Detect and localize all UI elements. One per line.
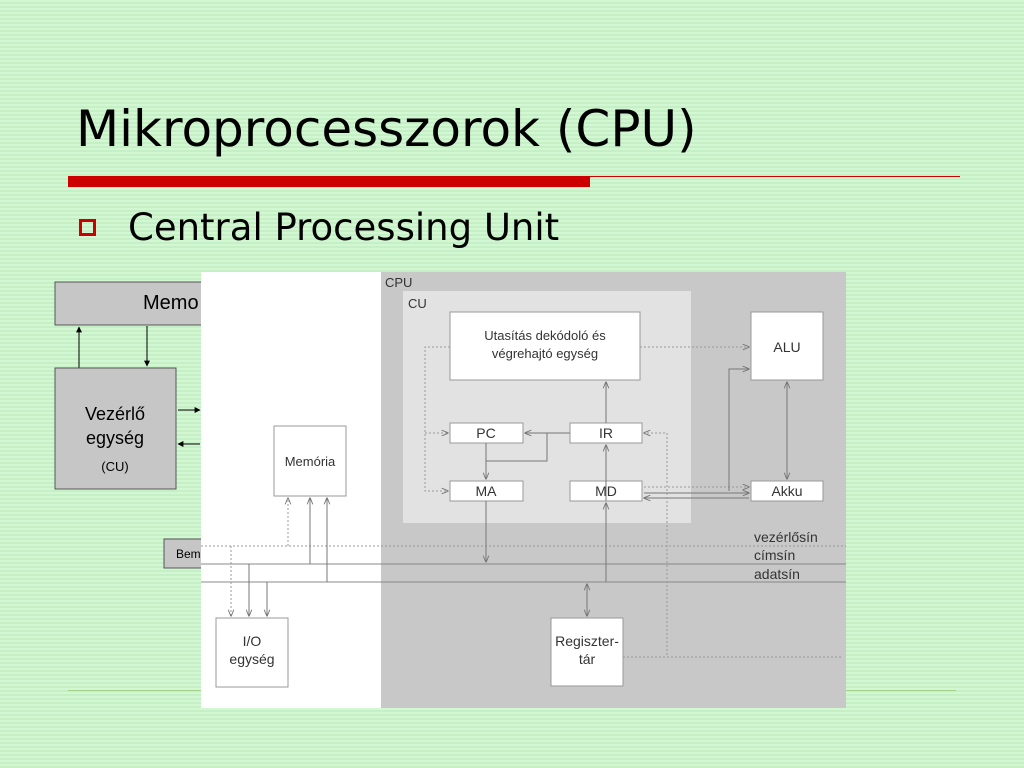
- decoder-line2: végrehajtó egység: [492, 346, 598, 361]
- io-line1: I/O: [243, 633, 262, 649]
- io-line2: egység: [229, 651, 274, 667]
- decoder-line1: Utasítás dekódoló és: [484, 328, 606, 343]
- cu-label: CU: [408, 296, 427, 311]
- bg-input-box: [163, 538, 205, 569]
- cpu-diagram-svg: CPU CU Utasítás dekódoló és végrehajtó e…: [201, 272, 846, 708]
- square-bullet-icon: [79, 219, 96, 236]
- data-bus-label: adatsín: [754, 566, 800, 582]
- bg-control-unit-box: [54, 367, 177, 490]
- alu-box: [750, 311, 824, 381]
- register-control-line: [644, 433, 841, 658]
- slide-title: Mikroprocesszorok (CPU): [76, 100, 697, 158]
- bg-cu-line2: egység: [86, 428, 144, 448]
- ir-label: IR: [599, 425, 613, 441]
- bg-cu-abbr: (CU): [101, 459, 128, 474]
- title-underline-thin: [590, 176, 960, 177]
- alu-label: ALU: [773, 339, 800, 355]
- bullet-text: Central Processing Unit: [128, 206, 560, 249]
- address-bus-label: címsín: [754, 547, 795, 563]
- title-underline-bar: [68, 176, 590, 187]
- bg-memory-label: Memo: [143, 292, 199, 314]
- akku-label: Akku: [771, 483, 802, 499]
- pc-label: PC: [476, 425, 495, 441]
- decoder-to-ma-line: [424, 346, 450, 491]
- register-line1: Regiszter-: [555, 633, 619, 649]
- bg-input-label: Bem: [176, 547, 201, 561]
- register-file-box: [550, 617, 624, 687]
- memory-label: Memória: [285, 454, 336, 469]
- decoder-unit: [449, 311, 641, 381]
- akku-register: [750, 480, 824, 502]
- bg-memory-box: [54, 281, 216, 326]
- register-line2: tár: [579, 651, 596, 667]
- cpu-diagram: CPU CU Utasítás dekódoló és végrehajtó e…: [201, 272, 846, 708]
- cpu-label: CPU: [385, 275, 412, 290]
- ir-pc-link: [486, 433, 548, 462]
- ma-label: MA: [476, 483, 498, 499]
- memory-box: [273, 425, 347, 497]
- io-unit-box: [215, 617, 289, 688]
- control-bus-label: vezérlősín: [754, 529, 818, 545]
- bg-cu-line1: Vezérlő: [85, 404, 145, 424]
- akku-to-alu-loop: [728, 369, 749, 491]
